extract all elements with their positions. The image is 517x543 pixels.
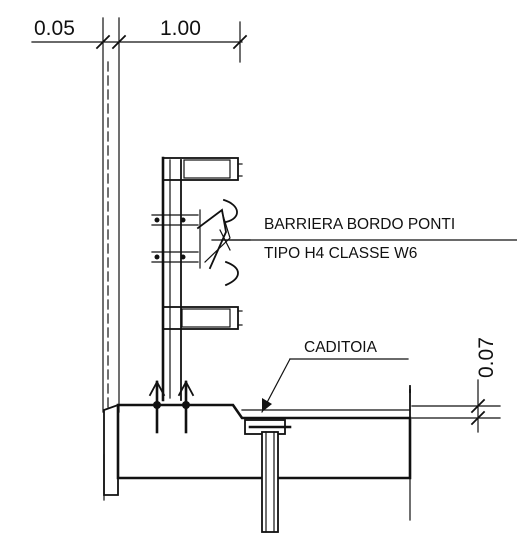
barrier-label-line2: TIPO H4 CLASSE W6 <box>264 245 417 262</box>
barrier-label-line1: BARRIERA BORDO PONTI <box>264 216 455 233</box>
deck-slab <box>103 389 412 521</box>
drain-caditoia <box>244 419 292 533</box>
top-dimension: 0.05 1.00 <box>31 17 248 413</box>
dimension-width-label: 1.00 <box>160 17 201 40</box>
height-dimension <box>411 379 501 433</box>
barrier-deformation-element <box>196 198 251 287</box>
dimension-height-label: 0.07 <box>475 337 498 378</box>
barrier-lower-rail <box>162 306 243 330</box>
barrier-top-rail <box>162 157 243 181</box>
anchor-bolts <box>148 380 195 434</box>
dimension-offset-label: 0.05 <box>34 17 75 40</box>
barrier-mid-connectors <box>151 209 201 269</box>
drain-leader <box>261 358 409 413</box>
drain-label: CADITOIA <box>304 339 378 356</box>
barrier-post <box>161 156 182 402</box>
